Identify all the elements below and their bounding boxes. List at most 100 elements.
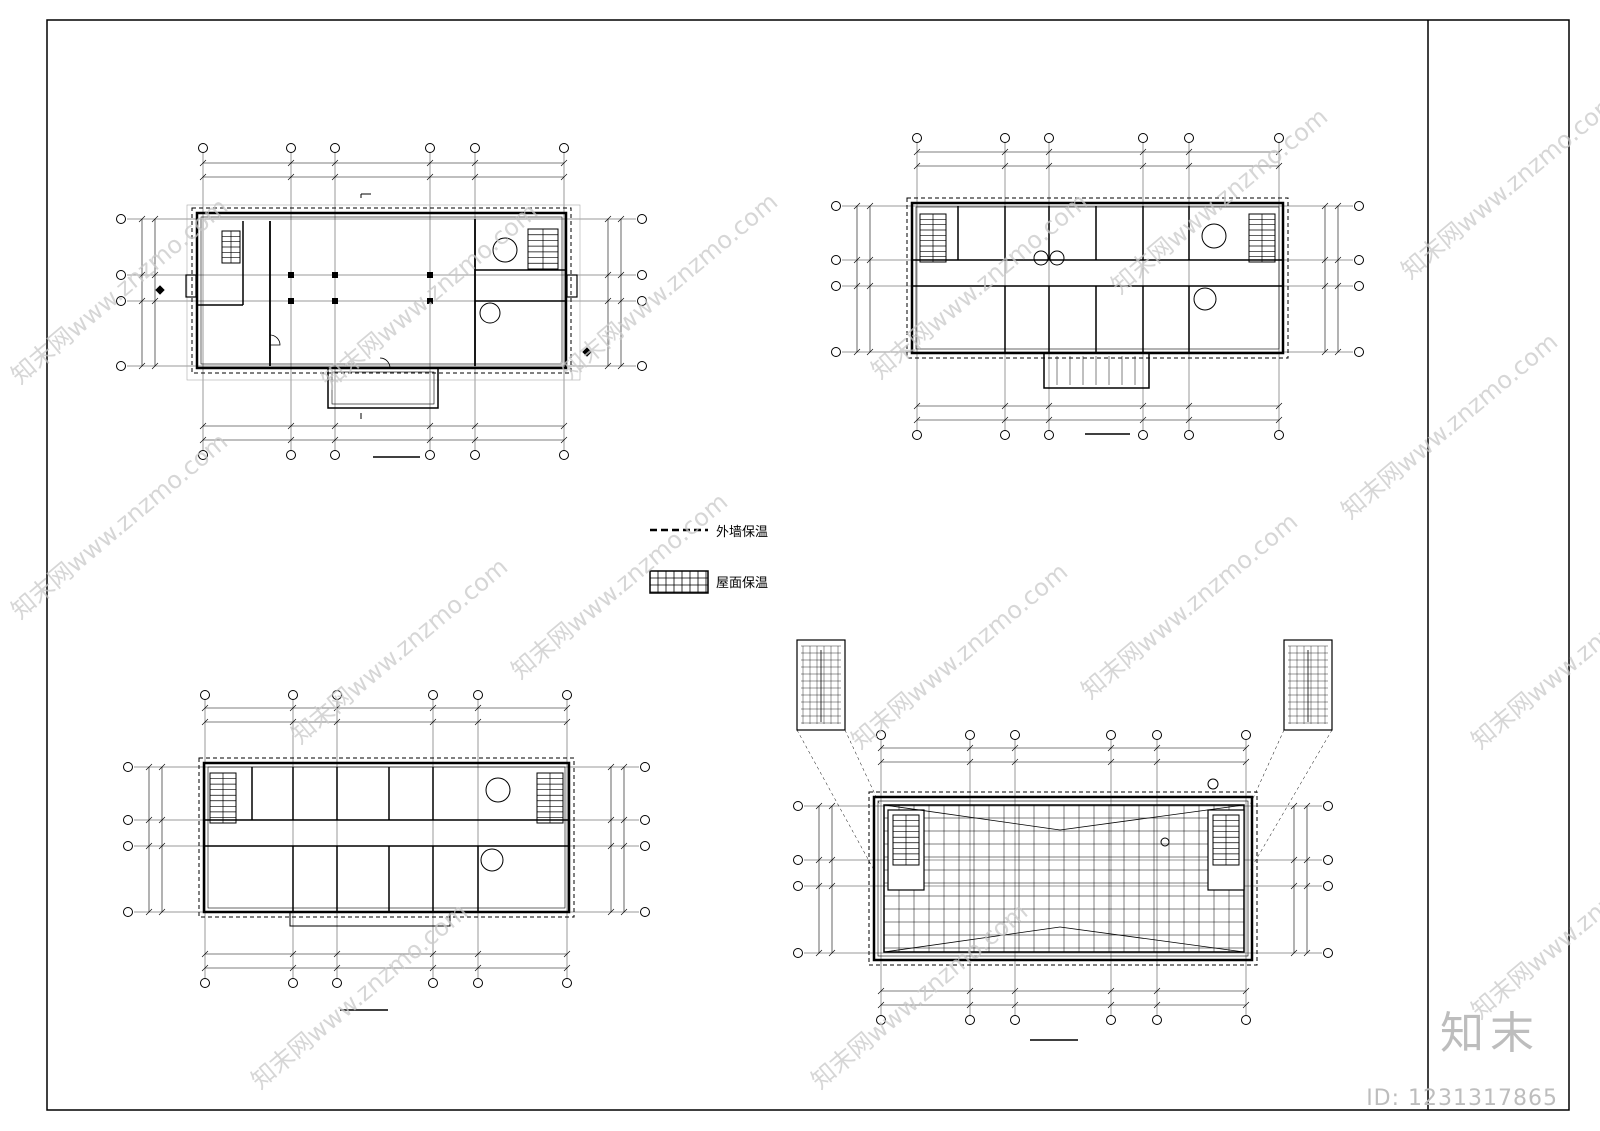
dimension-tick [333,718,341,726]
wall-insulation-line [906,197,1289,359]
dimension-tick [289,718,297,726]
dimension-tick [471,159,479,167]
balcony [1043,352,1150,389]
diagonal-watermark-text: 知末网www.znzmo.com [806,898,1033,1095]
dimension-tick [331,436,339,444]
exterior-wall [202,761,571,914]
axis-bubble-left [831,255,841,265]
axis-bubble-right [637,214,647,224]
dimension-tick [617,362,625,370]
axis-bubble-bottom [473,978,483,988]
dimension-tick [560,173,568,181]
dimension-tick [620,763,628,771]
dimension-tick [1185,148,1193,156]
door-swing [269,334,281,346]
dimension-tick [199,422,207,430]
wall-insulation-label: 外墙保温 [716,525,769,540]
axis-bubble-bottom [425,450,435,460]
dimension-tick [426,422,434,430]
dimension-tick [426,436,434,444]
axis-bubble-top [562,690,572,700]
dimension-tick [617,297,625,305]
dimension-tick [560,436,568,444]
column [332,298,338,304]
axis-bubble-right [637,270,647,280]
watermark-logo: 知末 [1440,1008,1540,1059]
dimension-tick [1242,1001,1250,1009]
axis-bubble-bottom [198,450,208,460]
axis-bubble-right [640,907,650,917]
dimension-tick [158,816,166,824]
roof-symbol-outline [649,570,709,594]
dimension-tick [333,964,341,972]
stair-detail-left [796,639,846,731]
dimension-tick [866,348,874,356]
leader-line [844,729,881,806]
dimension-tick [563,718,571,726]
axis-bubble-left [116,361,126,371]
legend [649,528,709,594]
axis-bubble-top [1152,730,1162,740]
dimension-tick [828,949,836,957]
dimension-tick [866,256,874,264]
axis-bubble-bottom [1044,430,1054,440]
dimension-tick [620,842,628,850]
dimension-tick [828,882,836,890]
third-floor-plan [123,690,650,1011]
dimension-tick [604,271,612,279]
axis-bubble-bottom [1241,1015,1251,1025]
north-mark [582,347,592,357]
dimension-tick [815,856,823,864]
dimension-tick [1153,987,1161,995]
dimension-tick [145,908,153,916]
column [288,298,294,304]
axis-bubble-bottom [288,978,298,988]
axis-bubble-top [912,133,922,143]
axis-bubble-right [1354,347,1364,357]
diagonal-watermark-text: 知末网www.znzmo.com [556,188,783,385]
stair-detail-outline [1283,639,1333,731]
diagonal-watermark-text: 知末网www.znzmo.com [1466,828,1600,1025]
dimension-tick [1334,348,1342,356]
watermark-id: ID: 1231317865 [1366,1086,1558,1111]
dimension-tick [145,842,153,850]
entrance-canopy-inner [331,371,435,405]
axis-bubble-bottom [1010,1015,1020,1025]
dimension-tick [474,718,482,726]
dimension-tick [429,704,437,712]
diagonal-watermark-text: 知末网www.znzmo.com [846,558,1073,755]
axis-bubble-right [1323,948,1333,958]
dimension-tick [815,949,823,957]
dimension-tick [471,436,479,444]
dimension-tick [429,964,437,972]
dimension-tick [966,744,974,752]
dimension-tick [620,908,628,916]
roof-insulation-grid [883,804,1245,952]
dimension-tick [913,402,921,410]
dimension-tick [1321,202,1329,210]
dimension-tick [853,256,861,264]
toilet-core [1201,223,1227,249]
axis-bubble-right [640,762,650,772]
dimension-tick [853,282,861,290]
drainage-slope-line [883,926,1061,953]
axis-bubble-bottom [1184,430,1194,440]
dimension-tick [1011,758,1019,766]
axis-bubble-right [1323,801,1333,811]
axis-bubble-top [286,143,296,153]
dimension-tick [866,202,874,210]
dimension-tick [828,856,836,864]
dimension-tick [201,950,209,958]
dimension-tick [201,718,209,726]
drainage-slope-line [1059,926,1245,953]
side-entry [566,274,578,298]
exterior-wall-inner [207,766,566,909]
diagonal-watermarks: 知末网www.znzmo.com 知末网www.znzmo.com 知末网www.z… [6,88,1600,1095]
dimension-tick [1011,987,1019,995]
dimension-tick [966,758,974,766]
dimension-tick [1185,162,1193,170]
axis-bubble-bottom [965,1015,975,1025]
axis-bubble-left [831,281,841,291]
dimension-tick [607,763,615,771]
site-outline [186,204,581,381]
